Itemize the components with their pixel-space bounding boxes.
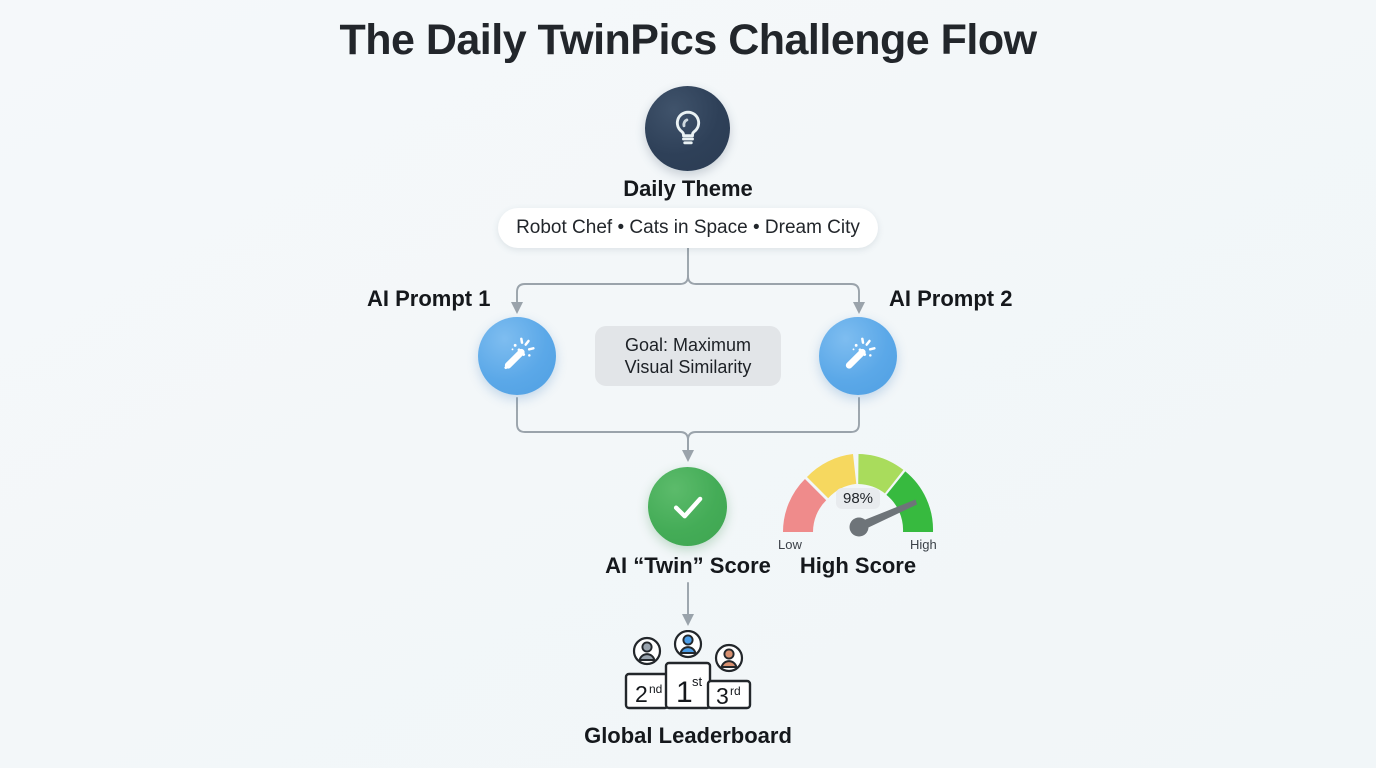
arrowhead-score (682, 450, 694, 462)
gauge-value: 98% (836, 488, 881, 509)
twin-score-label: AI “Twin” Score (605, 553, 771, 578)
daily-theme-node[interactable] (645, 86, 730, 171)
high-score-label: High Score (799, 553, 917, 578)
prompt-2-label: AI Prompt 2 (889, 286, 1013, 311)
daily-theme-label: Daily Theme (623, 176, 753, 201)
gauge-segment-high (858, 454, 904, 494)
podium-rank-3rd-number: 3 (716, 683, 729, 709)
podium-rank-2nd-suffix: nd (649, 682, 662, 696)
gauge-min-label: Low (778, 537, 802, 552)
goal-line-1: Goal: Maximum (624, 334, 752, 355)
gauge-segment-medium (806, 454, 857, 499)
prompt-1-label: AI Prompt 1 (367, 286, 491, 311)
leaderboard-label: Global Leaderboard (584, 723, 792, 748)
prompt-2-node[interactable] (819, 317, 897, 395)
podium-rank-2nd-number: 2 (635, 681, 648, 707)
arrowhead-prompt2 (853, 302, 865, 314)
podium-rank-1st-suffix: st (692, 674, 703, 689)
gauge-segment-very-high (886, 471, 934, 532)
goal-box: Goal: Maximum Visual Similarity (595, 326, 781, 386)
page-title: The Daily TwinPics Challenge Flow (339, 16, 1037, 64)
prompt-1-node[interactable] (478, 317, 556, 395)
podium-avatar-1st (673, 630, 703, 659)
check-icon (673, 496, 702, 518)
podium-avatar-2nd (632, 636, 662, 666)
magic-wand-icon (845, 337, 876, 369)
podium-rank-1st-number: 1 (676, 676, 693, 709)
arrowhead-prompt1 (511, 302, 523, 314)
gauge-icon (783, 454, 934, 537)
arrowhead-leaderboard (682, 614, 694, 626)
twin-score-node[interactable] (648, 467, 727, 546)
magic-wand-icon (504, 337, 535, 370)
theme-pill: Robot Chef • Cats in Space • Dream City (498, 208, 878, 248)
gauge-needle (849, 499, 917, 537)
gauge-segment-low (783, 478, 827, 532)
podium-avatar-3rd (714, 643, 744, 673)
goal-line-2: Visual Similarity (624, 357, 752, 377)
podium-icon: 2 nd 1 st 3 rd (624, 630, 752, 710)
lightbulb-icon (675, 110, 700, 144)
podium-block-3rd (706, 679, 752, 710)
gauge-max-label: High (910, 537, 937, 552)
theme-pill-text: Robot Chef • Cats in Space • Dream City (516, 217, 860, 238)
podium-rank-3rd-suffix: rd (730, 684, 741, 698)
